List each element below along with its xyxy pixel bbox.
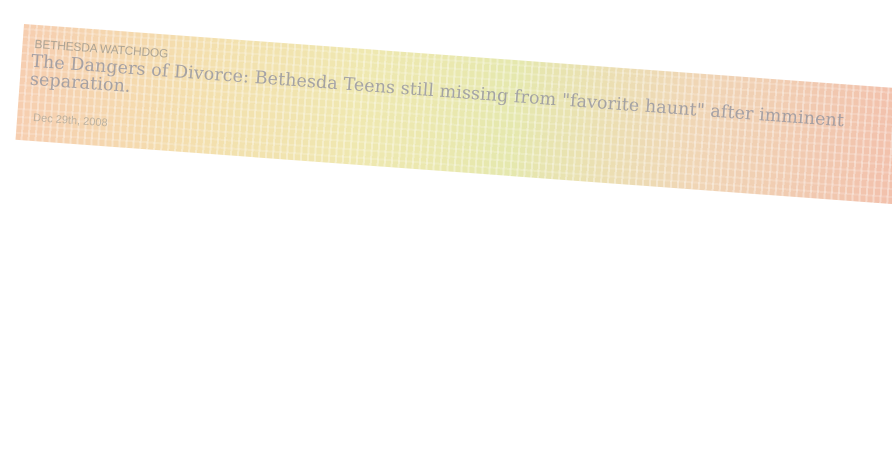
article-banner[interactable]: BETHESDA WATCHDOG The Dangers of Divorce…	[15, 24, 892, 206]
article-date: Dec 29th, 2008	[32, 111, 109, 130]
article-headline-link[interactable]: The Dangers of Divorce: Bethesda Teens s…	[29, 51, 845, 132]
